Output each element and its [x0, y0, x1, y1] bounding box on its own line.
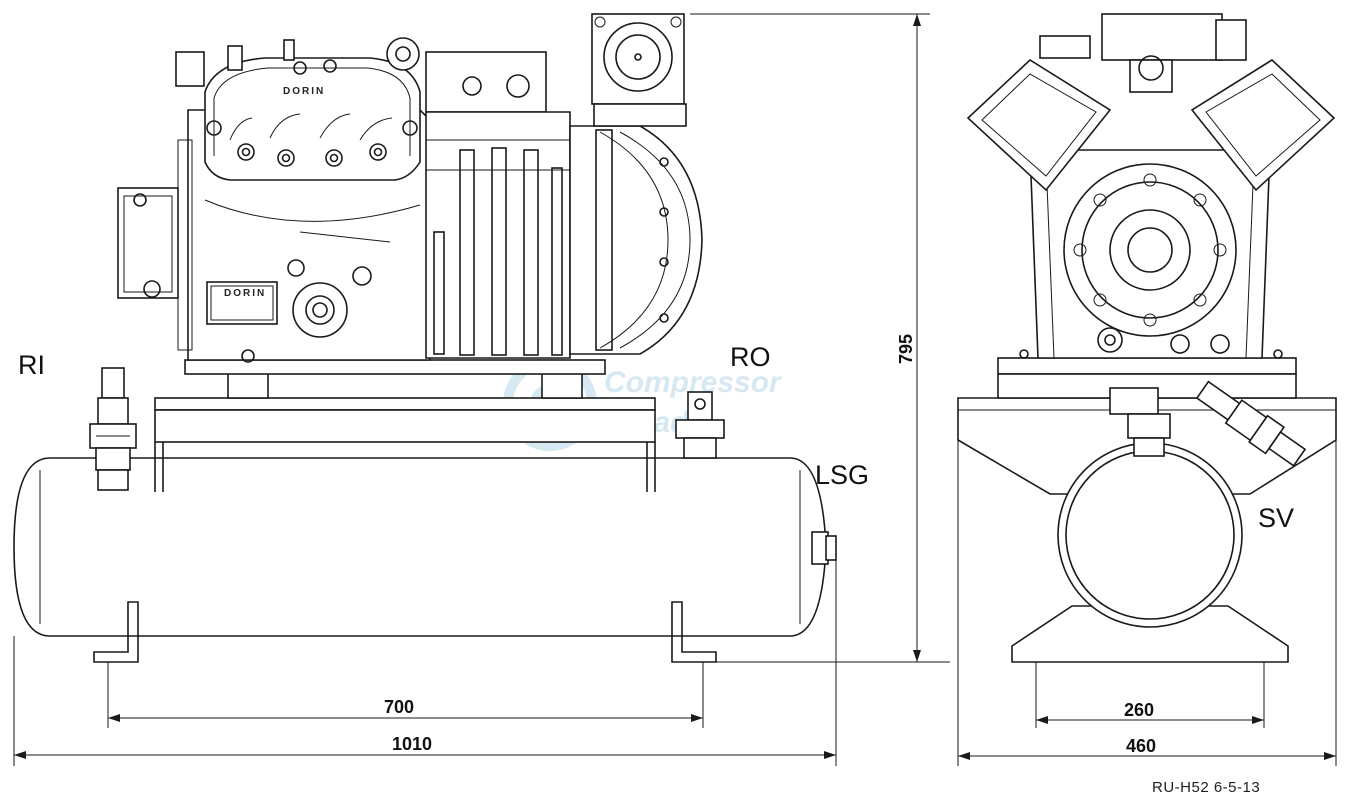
side-dimensions: 795 700 1010	[13, 13, 950, 766]
side-view: DORIN DORIN	[13, 13, 869, 663]
dim-foot-spacing: 700	[384, 697, 414, 717]
label-ri: RI	[18, 350, 45, 380]
compressor-body: DORIN DORIN	[117, 37, 606, 375]
dim-height: 795	[896, 334, 916, 364]
ri-valve	[89, 367, 137, 491]
mounting-frame	[154, 365, 656, 492]
head-emboss: DORIN	[283, 86, 325, 97]
ro-valve	[675, 391, 725, 459]
label-lsg: LSG	[815, 460, 869, 490]
motor-housing	[425, 13, 703, 359]
front-dimensions: 260 460	[957, 440, 1337, 766]
dim-mount-spacing: 260	[1124, 700, 1154, 720]
dim-overall-length: 1010	[392, 734, 432, 754]
dim-overall-width: 460	[1126, 736, 1156, 756]
drawing-reference: RU-H52 6-5-13	[1152, 779, 1260, 796]
label-ro: RO	[730, 342, 771, 372]
label-sv: SV	[1258, 503, 1294, 533]
sv-valve	[1195, 380, 1307, 467]
nameplate-text: DORIN	[224, 288, 266, 299]
front-view: SV	[957, 13, 1337, 663]
receiver-tank	[13, 457, 837, 663]
